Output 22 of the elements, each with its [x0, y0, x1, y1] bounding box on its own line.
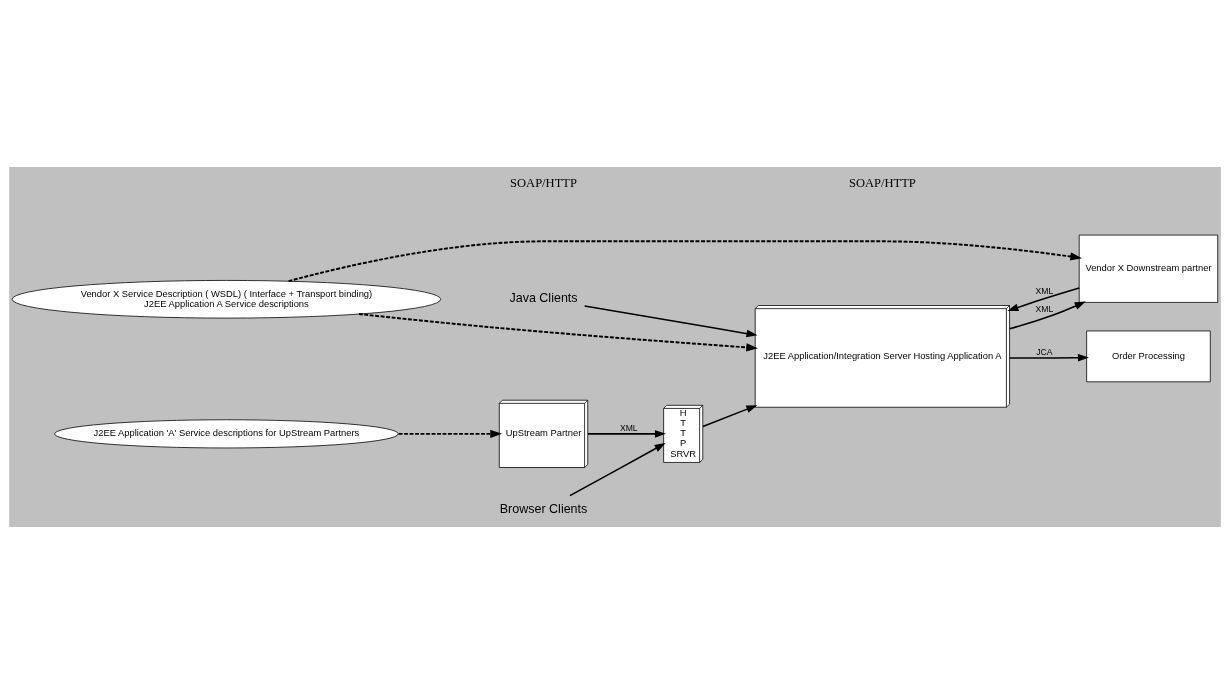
node-text: Java Clients — [509, 291, 578, 306]
node-ellipse: Vendor X Service Description ( WSDL) ( Interface + Transport binding) J2EE Application A Service descriptions — [11, 280, 442, 319]
arrow — [287, 240, 1083, 283]
arrow — [1007, 287, 1080, 312]
node-box: Vendor X Downstream partner — [1078, 234, 1219, 303]
arrow — [357, 313, 759, 352]
node-text: Browser Clients — [499, 501, 588, 516]
node-ellipse: J2EE Application 'A' Service descriptions for UpStream Partners — [54, 419, 399, 449]
arrow — [587, 430, 666, 438]
edge-label: XML — [619, 423, 638, 434]
arrow — [397, 429, 503, 438]
arrow — [1008, 301, 1086, 330]
edge-label: JCA — [1036, 347, 1053, 358]
edge-label: XML — [1035, 286, 1054, 297]
arrow — [702, 405, 758, 428]
label: SOAP/HTTP — [510, 176, 577, 191]
arrow — [569, 443, 666, 497]
node-box: Order Processing — [1086, 330, 1211, 383]
arrow — [1008, 353, 1089, 362]
edge-label: XML — [1035, 304, 1054, 315]
label: SOAP/HTTP — [849, 176, 916, 191]
arrow — [583, 305, 758, 338]
